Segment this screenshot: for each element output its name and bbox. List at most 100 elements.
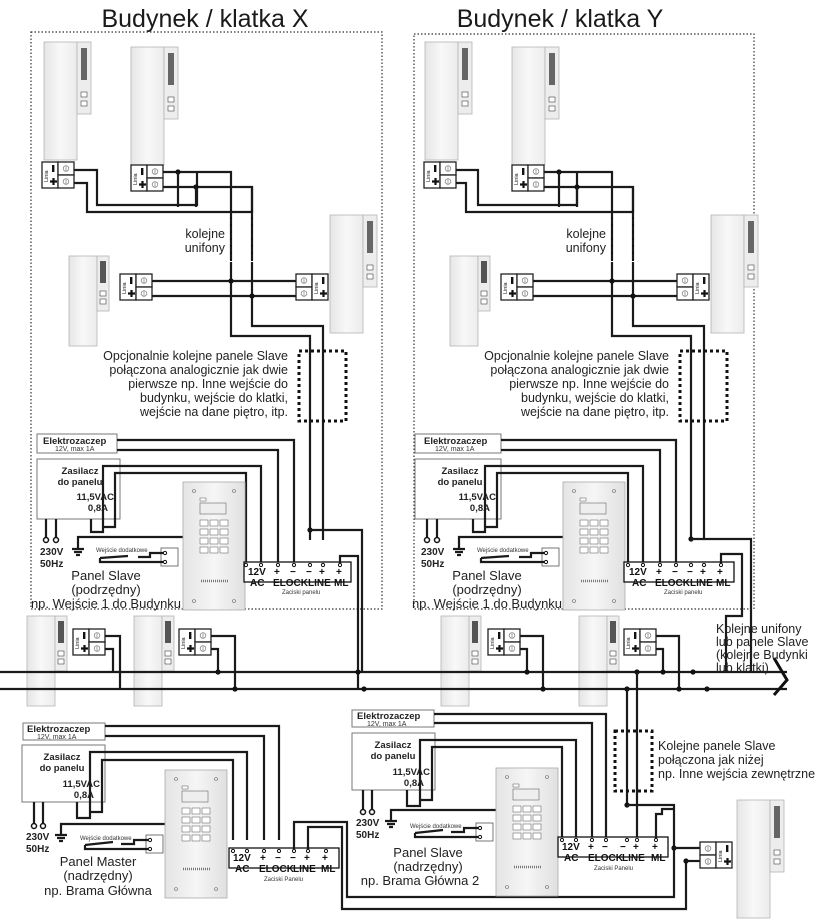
- terminal-block-bus-4: [622, 627, 658, 657]
- svg-text:Opcjonalnie kolejne panele Sla: Opcjonalnie kolejne panele Slave: [484, 349, 669, 363]
- svg-text:Wejście dodatkowe: Wejście dodatkowe: [410, 824, 462, 830]
- door-panel-slave-y: [561, 480, 627, 612]
- svg-text:(nadrzędny): (nadrzędny): [63, 868, 132, 883]
- panel-name: Panel Slave: [71, 568, 140, 583]
- building-x: kolejne unifony Opcjonalnie kolejne pane…: [31, 41, 378, 690]
- svg-text:0,8A: 0,8A: [88, 503, 108, 514]
- svg-text:−: −: [306, 567, 312, 578]
- svg-text:lub klatki): lub klatki): [716, 661, 769, 675]
- svg-text:Panel Master: Panel Master: [60, 854, 137, 869]
- svg-text:Zasilacz: Zasilacz: [375, 740, 412, 751]
- svg-text:230V: 230V: [40, 547, 64, 558]
- svg-text:Kolejne unifony: Kolejne unifony: [716, 622, 802, 636]
- panel-master: Elektrozaczep 12V, max 1A Zasilacz do pa…: [21, 722, 688, 911]
- svg-text:np. Brama Główna 2: np. Brama Główna 2: [361, 873, 480, 888]
- svg-text:Wejście dodatkowe: Wejście dodatkowe: [477, 548, 529, 554]
- door-panel-slave-gate2: [494, 766, 560, 898]
- handset-y1: [424, 41, 473, 161]
- power-supply-box: [414, 458, 502, 520]
- terminal-block-y3: [499, 272, 535, 302]
- svg-text:(podrzędny): (podrzędny): [452, 582, 521, 597]
- svg-text:LINE: LINE: [308, 578, 331, 589]
- svg-text:pierwsze np. Inne wejście do: pierwsze np. Inne wejście do: [509, 377, 669, 391]
- terminal-block-y1: [422, 160, 458, 190]
- svg-text:+: +: [652, 842, 658, 853]
- svg-text:Elektrozaczep: Elektrozaczep: [43, 436, 107, 447]
- terminal-block-x2: [129, 163, 165, 193]
- svg-text:−: −: [620, 842, 626, 853]
- panel-slave-x: Elektrozaczep 12V, max 1A Zasilacz do pa…: [31, 433, 352, 612]
- handset-far: [736, 799, 785, 919]
- svg-text:12V, max 1A: 12V, max 1A: [367, 721, 407, 728]
- svg-text:Panel Slave: Panel Slave: [393, 845, 462, 860]
- svg-text:Wejście dodatkowe: Wejście dodatkowe: [96, 548, 148, 554]
- more-handsets-label-y-1: kolejne: [566, 227, 606, 241]
- svg-text:budynku, wejście do klatki,: budynku, wejście do klatki,: [140, 391, 288, 405]
- terminal-strip-master: [228, 847, 340, 869]
- handset-x4: [329, 214, 378, 334]
- svg-text:do panelu: do panelu: [58, 477, 103, 488]
- svg-text:Panel Slave: Panel Slave: [452, 568, 521, 583]
- building-y-title: Budynek / klatka Y: [457, 5, 664, 33]
- more-handsets-label-x-1: kolejne: [185, 227, 225, 241]
- svg-text:do panelu: do panelu: [438, 477, 483, 488]
- svg-text:połączona analogicznie jak dwi: połączona analogicznie jak dwie: [109, 363, 288, 377]
- svg-text:pierwsze np. Inne wejście do: pierwsze np. Inne wejście do: [128, 377, 288, 391]
- svg-text:AC: AC: [564, 853, 578, 864]
- svg-text:Opcjonalnie kolejne panele Sla: Opcjonalnie kolejne panele Slave: [103, 349, 288, 363]
- handset-bus-4: [578, 615, 620, 707]
- svg-text:lub panele Slave: lub panele Slave: [716, 635, 808, 649]
- terminal-block-y4: [675, 272, 711, 302]
- svg-text:Elektrozaczep: Elektrozaczep: [357, 711, 421, 722]
- handset-bus-1: [26, 615, 68, 707]
- more-handsets-label-y-2: unifony: [566, 241, 607, 255]
- handset-x1: [43, 41, 92, 161]
- svg-text:+: +: [588, 842, 594, 853]
- svg-text:ELOCK: ELOCK: [273, 578, 309, 589]
- terminal-block-y2: [510, 163, 546, 193]
- svg-text:−: −: [290, 567, 296, 578]
- svg-text:50Hz: 50Hz: [356, 830, 379, 841]
- svg-text:AC: AC: [235, 864, 249, 875]
- svg-text:12V, max 1A: 12V, max 1A: [55, 446, 95, 453]
- optional-slaves-note-y: Opcjonalnie kolejne panele Slave połączo…: [484, 349, 669, 419]
- svg-text:+: +: [304, 853, 310, 864]
- svg-text:11,5VAC: 11,5VAC: [393, 767, 430, 778]
- building-y: kolejne unifony Opcjonalnie kolejne pane…: [412, 41, 759, 672]
- electric-lock-box: [36, 433, 118, 454]
- svg-text:+: +: [656, 567, 662, 578]
- svg-text:12V: 12V: [629, 567, 647, 578]
- svg-text:230V: 230V: [26, 832, 50, 843]
- svg-text:ML: ML: [321, 864, 335, 875]
- panel-slave-gate2: Elektrozaczep 12V, max 1A Zasilacz do pa…: [351, 709, 785, 919]
- svg-text:ELOCK: ELOCK: [259, 864, 295, 875]
- electric-lock-box: [22, 722, 106, 741]
- terminal-block-bus-1: [71, 627, 107, 657]
- svg-text:wejście na dane piętro, itp.: wejście na dane piętro, itp.: [139, 405, 288, 419]
- svg-text:12V, max 1A: 12V, max 1A: [435, 446, 475, 453]
- svg-text:+: +: [700, 567, 706, 578]
- svg-text:LINE: LINE: [293, 864, 316, 875]
- svg-text:AC: AC: [250, 578, 264, 589]
- svg-text:12V, max 1A: 12V, max 1A: [37, 734, 77, 741]
- svg-text:+: +: [322, 853, 328, 864]
- svg-text:Zasilacz: Zasilacz: [442, 466, 479, 477]
- building-x-title: Budynek / klatka X: [101, 5, 308, 33]
- svg-text:do panelu: do panelu: [371, 751, 416, 762]
- svg-text:50Hz: 50Hz: [26, 844, 49, 855]
- handset-y4: [710, 214, 759, 334]
- optional-slave-placeholder-y: [678, 349, 729, 423]
- more-handsets-label-x-2: unifony: [185, 241, 226, 255]
- svg-text:12V: 12V: [233, 853, 251, 864]
- door-panel-slave-x: [181, 480, 247, 612]
- electric-lock-box: [414, 433, 502, 454]
- svg-text:−: −: [290, 853, 296, 864]
- terminal-strip-slave-y: [623, 561, 735, 583]
- handset-x3: [68, 255, 110, 347]
- panel-slave-y: Elektrozaczep 12V, max 1A Zasilacz do pa…: [412, 433, 735, 612]
- svg-text:AC: AC: [632, 578, 646, 589]
- svg-text:+: +: [717, 567, 723, 578]
- power-supply-box: [21, 744, 106, 803]
- svg-text:−: −: [687, 567, 693, 578]
